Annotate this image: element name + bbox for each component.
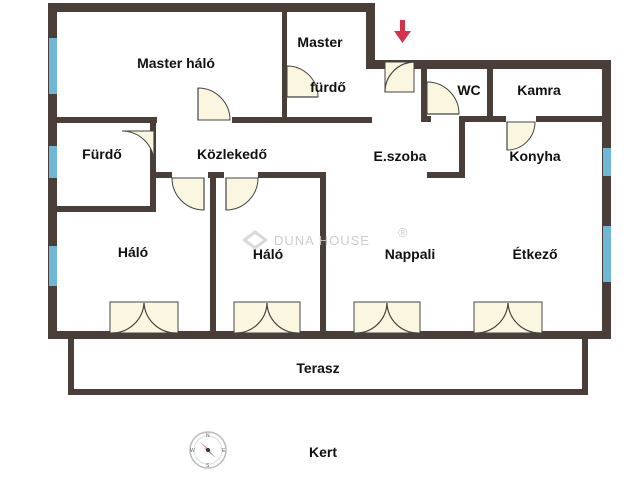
terrace-doors: [109, 301, 543, 334]
watermark: DUNA HOUSE ®: [242, 225, 409, 250]
outer-walls: [48, 3, 611, 339]
compass-n: N: [206, 433, 210, 439]
wall-wc-left: [421, 60, 427, 122]
wall-top-right: [413, 60, 611, 69]
wall-top-left: [48, 3, 374, 12]
label-kozlekedo: Közlekedő: [197, 146, 267, 162]
door-halo-left: [171, 177, 205, 211]
window-furdo: [49, 146, 57, 178]
door-furdo: [121, 130, 155, 164]
terrace-door-nappali: [353, 301, 421, 334]
compass-e: E: [222, 448, 226, 454]
wall-furdo-bottom: [57, 206, 156, 212]
window-halo: [49, 246, 57, 286]
window-etkezo: [603, 226, 611, 282]
wall-wc-kamra: [487, 66, 493, 122]
wall-furdo-right: [150, 123, 156, 209]
label-master-furdo-line1: Master: [297, 34, 343, 50]
compass-icon: N S E W: [189, 431, 227, 469]
wall-master-bottom-left: [57, 117, 157, 123]
label-wc: WC: [457, 82, 480, 98]
watermark-logo-icon: [242, 230, 268, 250]
label-etkezo: Étkező: [512, 246, 557, 262]
label-konyha: Konyha: [509, 148, 561, 164]
doors: [121, 61, 536, 211]
terrace-door-etkezo: [473, 301, 543, 334]
wall-halo-top-a: [150, 172, 172, 178]
door-master-halo: [197, 87, 231, 121]
label-terasz: Terasz: [296, 360, 339, 376]
terrace-door-halo-mid: [233, 301, 301, 334]
window-master-halo: [49, 38, 57, 94]
wall-konyha-left: [459, 116, 465, 178]
label-furdo: Fürdő: [82, 146, 122, 162]
wall-kamra-bottom: [536, 116, 604, 122]
watermark-registered: ®: [398, 225, 409, 240]
wall-right: [602, 60, 611, 339]
terrace-door-halo-left: [109, 301, 179, 334]
wall-konyha-stub: [427, 172, 465, 178]
label-eszoba: E.szoba: [374, 148, 427, 164]
wall-wc-bottom-stub: [427, 116, 431, 122]
compass-w: W: [190, 448, 195, 454]
watermark-text: DUNA HOUSE: [274, 233, 370, 248]
wall-master-furdo: [282, 10, 287, 120]
terrace: [68, 339, 588, 395]
wall-master-bottom-right: [232, 117, 372, 123]
wall-halo-divider: [210, 172, 216, 334]
door-kamra: [506, 121, 536, 151]
label-kamra: Kamra: [517, 82, 561, 98]
room-labels: Master háló Master fürdő WC Kamra Fürdő …: [82, 34, 561, 460]
label-halo-left: Háló: [118, 244, 148, 260]
compass-s: S: [206, 463, 210, 469]
interior-walls: [57, 10, 604, 334]
label-nappali: Nappali: [385, 246, 436, 262]
label-halo-mid: Háló: [253, 246, 283, 262]
entrance-arrow-icon: [394, 20, 411, 43]
windows: [49, 38, 611, 286]
wall-wc-bottom: [462, 116, 506, 122]
window-konyha: [603, 148, 611, 176]
label-master-halo: Master háló: [137, 55, 215, 71]
wall-bottom: [48, 331, 611, 339]
door-wc: [426, 81, 460, 115]
label-master-furdo-line2: fürdő: [310, 79, 346, 95]
door-halo-mid: [225, 177, 259, 211]
wall-nappali-left: [320, 172, 326, 334]
door-master-furdo: [286, 65, 319, 98]
entrance-door: [384, 61, 415, 93]
label-kert: Kert: [309, 444, 337, 460]
wall-top-step: [366, 3, 375, 69]
wall-halo-top-c: [258, 172, 326, 178]
